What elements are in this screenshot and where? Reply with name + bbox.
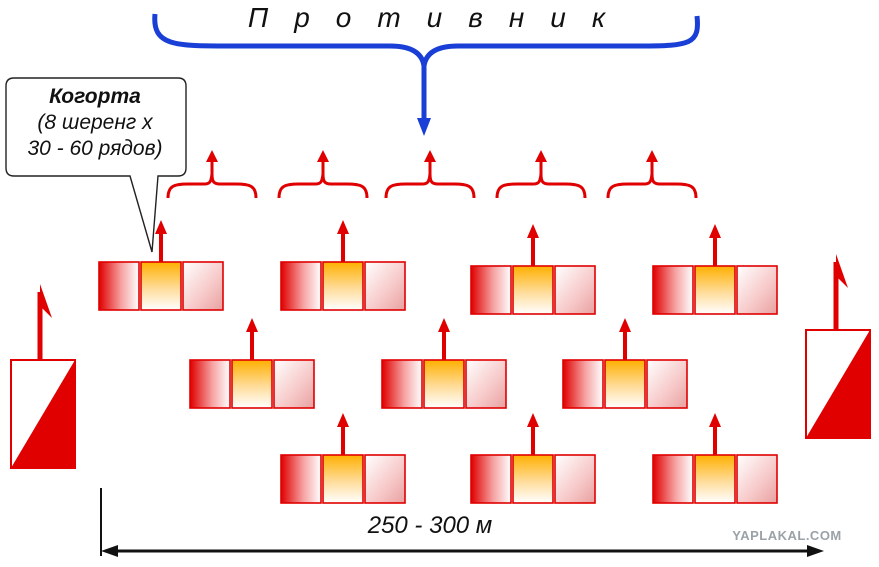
cohort-block-right <box>364 454 406 504</box>
callout-line-1: (8 шеренг х <box>37 111 153 134</box>
cohort <box>381 318 507 409</box>
cohort-block-right <box>554 454 596 504</box>
callout-bubble <box>5 77 187 253</box>
flank-unit-left <box>10 284 76 469</box>
enemy-label: Противник <box>247 2 632 33</box>
cohort-block-right <box>736 454 778 504</box>
watermark: YAPLAKAL.COM <box>732 528 842 543</box>
cohort <box>652 224 778 315</box>
cohort-block-right <box>554 265 596 315</box>
front-brackets <box>166 150 698 199</box>
front-bracket <box>384 150 476 199</box>
cohort-block-center <box>604 359 646 409</box>
cohort-arrow-head <box>337 220 349 234</box>
cohort-block-left <box>562 359 604 409</box>
cohort <box>470 413 596 504</box>
cohort-block-center <box>322 261 364 311</box>
cohort-arrow-head <box>709 224 721 238</box>
cohort-block-left <box>652 454 694 504</box>
distance-measure <box>100 488 824 557</box>
cohort-formation <box>98 220 778 504</box>
cohort-block-left <box>189 359 231 409</box>
cohort-block-right <box>646 359 688 409</box>
cohort-block-right <box>465 359 507 409</box>
enemy-brace <box>152 13 700 67</box>
cohort <box>280 220 406 311</box>
cohort-block-center <box>694 265 736 315</box>
front-bracket <box>166 150 258 199</box>
cohort-block-left <box>652 265 694 315</box>
cohort-block-center <box>512 265 554 315</box>
cohort-block-center <box>322 454 364 504</box>
cohort-arrow-head <box>246 318 258 332</box>
cohort-block-left <box>280 261 322 311</box>
cohort-block-center <box>423 359 465 409</box>
callout-line-2: 30 - 60 рядов) <box>27 137 163 160</box>
enemy-arrow-head <box>417 118 431 136</box>
callout-title: Когорта <box>49 85 141 108</box>
cohort-arrow-head <box>438 318 450 332</box>
front-bracket <box>606 150 698 199</box>
cohort-arrow-head <box>527 224 539 238</box>
front-bracket <box>495 150 587 199</box>
cohort <box>470 224 596 315</box>
cohort <box>98 220 224 311</box>
cohort <box>652 413 778 504</box>
cohort-block-center <box>140 261 182 311</box>
cohort-block-right <box>364 261 406 311</box>
cohort-block-center <box>231 359 273 409</box>
cohort-block-center <box>694 454 736 504</box>
cohort-block-left <box>98 261 140 311</box>
cohort-block-left <box>280 454 322 504</box>
cohort-block-right <box>182 261 224 311</box>
cohort <box>189 318 315 409</box>
cohort-block-left <box>470 265 512 315</box>
cohort-arrow-head <box>337 413 349 427</box>
cohort-arrow-head <box>527 413 539 427</box>
cohort-arrow-head <box>155 220 167 234</box>
distance-label: 250 - 300 м <box>367 512 493 539</box>
cohort-block-center <box>512 454 554 504</box>
cohort <box>280 413 406 504</box>
front-bracket <box>277 150 369 199</box>
cohort-arrow-head <box>709 413 721 427</box>
flank-unit-right <box>805 254 871 439</box>
cohort-block-left <box>381 359 423 409</box>
cohort <box>562 318 688 409</box>
cohort-block-right <box>736 265 778 315</box>
cohort-arrow-head <box>619 318 631 332</box>
callout-text: Когорта (8 шеренг х 30 - 60 рядов) <box>4 84 186 162</box>
cohort-block-left <box>470 454 512 504</box>
cohort-block-right <box>273 359 315 409</box>
